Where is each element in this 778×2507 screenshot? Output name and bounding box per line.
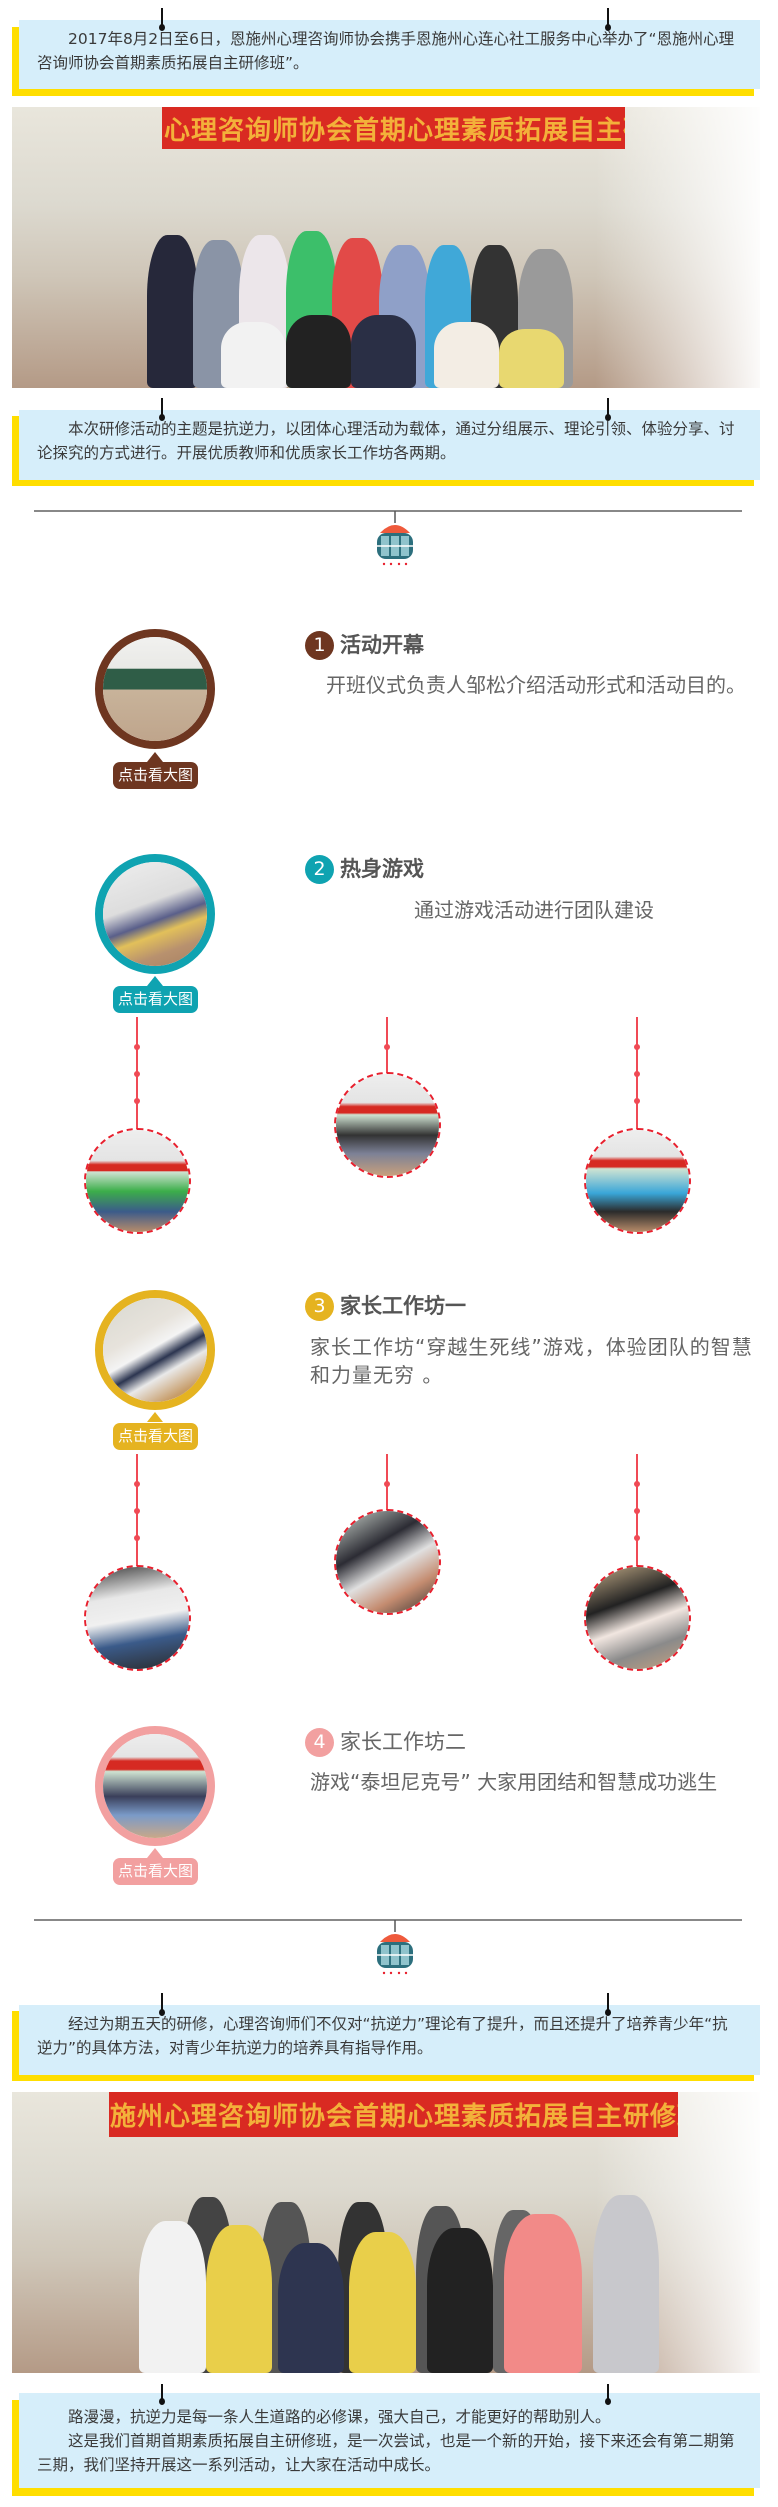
hanging-photo[interactable]	[334, 1072, 441, 1178]
hanging-string	[634, 1017, 640, 1129]
item-description: 家长工作坊“穿越生死线”游戏，体验团队的智慧和力量无穷 。	[310, 1335, 753, 1387]
view-large-image-button[interactable]: 点击看大图	[113, 986, 198, 1013]
people	[146, 214, 611, 388]
group-photo[interactable]: 恩施州心理咨询师协会首期心理素质拓展自主研修班	[12, 107, 760, 388]
hanging-photo[interactable]	[584, 1565, 691, 1671]
pin-icon	[605, 8, 611, 31]
pin-icon	[605, 398, 611, 421]
note-body: 经过为期五天的研修，心理咨询师们不仅对“抗逆力”理论有了提升，而且还提升了培养青…	[19, 2005, 760, 2075]
closing-line-1: 路漫漫，抗逆力是每一条人生道路的必修课，强大自己，才能更好的帮助别人。	[68, 2408, 611, 2426]
note-body: 路漫漫，抗逆力是每一条人生道路的必修课，强大自己，才能更好的帮助别人。 这是我们…	[19, 2393, 760, 2488]
divider-line	[34, 510, 742, 512]
item-number-badge: 4	[305, 1728, 334, 1757]
pointer-arrow-icon	[147, 1412, 163, 1422]
theme-note: 本次研修活动的主题是抗逆力，以团体心理活动为载体，通过分组展示、理论引领、体验分…	[12, 410, 760, 486]
closing-line-2: 这是我们首期首期素质拓展自主研修班，是一次尝试，也是一个新的开始，接下来还会有第…	[37, 2432, 735, 2474]
item-1-photo[interactable]	[95, 629, 215, 749]
pin-icon	[159, 1993, 165, 2016]
pin-icon	[159, 8, 165, 31]
view-large-image-button[interactable]: 点击看大图	[113, 1858, 198, 1885]
item-title: 家长工作坊二	[340, 1730, 466, 1754]
item-title: 家长工作坊一	[340, 1294, 466, 1318]
photo-banner: 恩施州心理咨询师协会首期心理素质拓展自主研修班	[109, 2092, 678, 2137]
people	[139, 2188, 693, 2373]
item-number-badge: 2	[305, 855, 334, 884]
cable-car-icon	[377, 1920, 413, 1975]
item-description: 游戏“泰坦尼克号” 大家用团结和智慧成功逃生	[310, 1770, 718, 1794]
item-3-photo[interactable]	[95, 1290, 215, 1410]
pin-icon	[159, 398, 165, 421]
item-description: 开班仪式负责人邹松介绍活动形式和活动目的。	[326, 673, 746, 697]
hanging-string	[134, 1454, 140, 1566]
summary-note: 经过为期五天的研修，心理咨询师们不仅对“抗逆力”理论有了提升，而且还提升了培养青…	[12, 2005, 760, 2081]
item-title: 热身游戏	[340, 857, 424, 881]
hanging-string	[384, 1454, 390, 1510]
certificate-group-photo[interactable]: 恩施州心理咨询师协会首期心理素质拓展自主研修班	[12, 2092, 760, 2373]
photo-banner: 恩施州心理咨询师协会首期心理素质拓展自主研修班	[161, 107, 626, 150]
note-body: 2017年8月2日至6日，恩施州心理咨询师协会携手恩施州心连心社工服务中心举办了…	[19, 20, 760, 89]
pin-icon	[605, 2384, 611, 2405]
summary-text: 经过为期五天的研修，心理咨询师们不仅对“抗逆力”理论有了提升，而且还提升了培养青…	[37, 2015, 728, 2057]
view-large-image-button[interactable]: 点击看大图	[113, 762, 198, 789]
theme-text: 本次研修活动的主题是抗逆力，以团体心理活动为载体，通过分组展示、理论引领、体验分…	[37, 420, 735, 462]
pointer-arrow-icon	[147, 752, 163, 762]
view-large-image-button[interactable]: 点击看大图	[113, 1423, 198, 1450]
item-2-photo[interactable]	[95, 854, 215, 974]
pin-icon	[159, 2384, 165, 2405]
item-4-photo[interactable]	[95, 1726, 215, 1846]
hanging-string	[384, 1017, 390, 1073]
item-title: 活动开幕	[340, 633, 424, 657]
item-description: 通过游戏活动进行团队建设	[414, 898, 654, 922]
intro-text: 2017年8月2日至6日，恩施州心理咨询师协会携手恩施州心连心社工服务中心举办了…	[37, 30, 735, 72]
note-body: 本次研修活动的主题是抗逆力，以团体心理活动为载体，通过分组展示、理论引领、体验分…	[19, 410, 760, 480]
hanging-photo[interactable]	[334, 1509, 441, 1615]
cable-car-icon	[377, 511, 413, 566]
hanging-string	[634, 1454, 640, 1566]
item-number-badge: 3	[305, 1292, 334, 1321]
item-number-badge: 1	[305, 631, 334, 660]
hanging-string	[134, 1017, 140, 1129]
hanging-photo[interactable]	[84, 1565, 191, 1671]
intro-note: 2017年8月2日至6日，恩施州心理咨询师协会携手恩施州心连心社工服务中心举办了…	[12, 20, 760, 96]
hanging-photo[interactable]	[584, 1128, 691, 1234]
pointer-arrow-icon	[147, 976, 163, 986]
divider-line	[34, 1919, 742, 1921]
pointer-arrow-icon	[147, 1848, 163, 1858]
closing-note: 路漫漫，抗逆力是每一条人生道路的必修课，强大自己，才能更好的帮助别人。 这是我们…	[12, 2393, 760, 2496]
hanging-photo[interactable]	[84, 1128, 191, 1234]
pin-icon	[605, 1993, 611, 2016]
